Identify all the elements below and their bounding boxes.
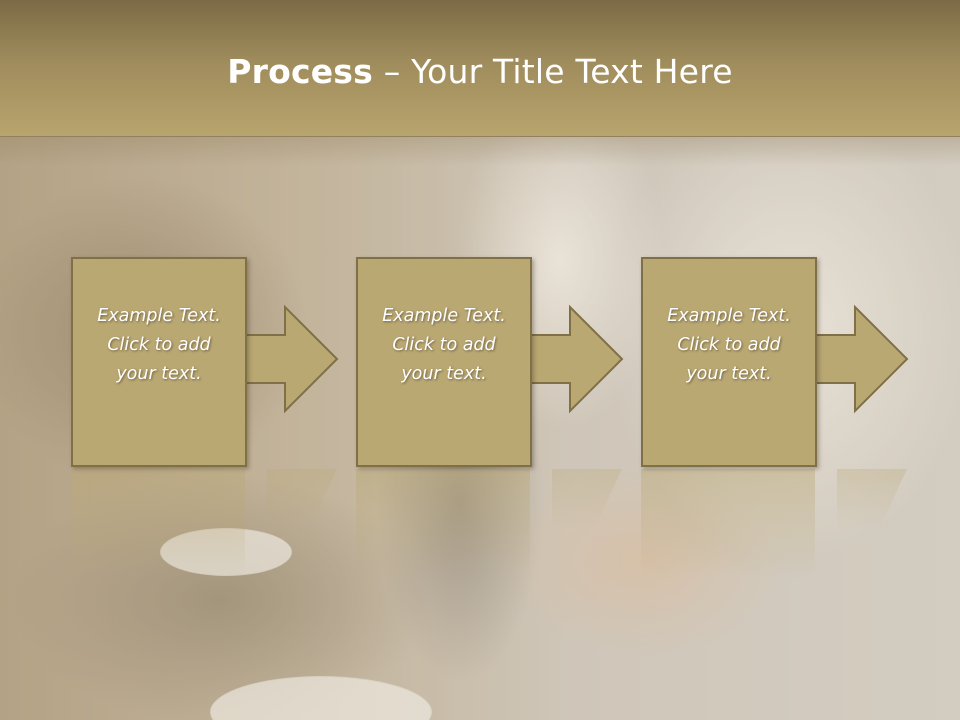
step-text-line: Click to add — [107, 334, 211, 355]
slide-title[interactable]: Process – Your Title Text Here — [0, 52, 960, 91]
title-separator: – — [373, 52, 412, 91]
step-text-line: your text. — [401, 363, 487, 384]
step-reflection — [71, 469, 245, 579]
process-step-1: Example Text. Click to add your text. — [71, 257, 371, 579]
step-text-line: your text. — [116, 363, 202, 384]
title-band-shadow — [0, 136, 960, 166]
step-text[interactable]: Example Text. Click to add your text. — [97, 302, 221, 389]
step-text-line: Example Text. — [667, 305, 791, 326]
step-text-line: Click to add — [392, 334, 496, 355]
title-rest: Your Title Text Here — [411, 52, 733, 91]
title-band: Process – Your Title Text Here — [0, 0, 960, 137]
process-step-2: Example Text. Click to add your text. — [356, 257, 656, 579]
step-text-line: Example Text. — [382, 305, 506, 326]
right-arrow-icon — [242, 304, 339, 414]
step-text-line: your text. — [686, 363, 772, 384]
step-reflection — [641, 469, 815, 579]
process-step-3: Example Text. Click to add your text. — [641, 257, 941, 579]
step-box[interactable]: Example Text. Click to add your text. — [641, 257, 817, 467]
title-bold: Process — [227, 52, 373, 91]
step-text-line: Click to add — [677, 334, 781, 355]
step-reflection — [356, 469, 530, 579]
step-text[interactable]: Example Text. Click to add your text. — [382, 302, 506, 389]
step-text[interactable]: Example Text. Click to add your text. — [667, 302, 791, 389]
step-box[interactable]: Example Text. Click to add your text. — [356, 257, 532, 467]
plate-decoration — [160, 528, 292, 576]
step-text-line: Example Text. — [97, 305, 221, 326]
right-arrow-icon — [812, 304, 909, 414]
right-arrow-icon — [527, 304, 624, 414]
step-box[interactable]: Example Text. Click to add your text. — [71, 257, 247, 467]
